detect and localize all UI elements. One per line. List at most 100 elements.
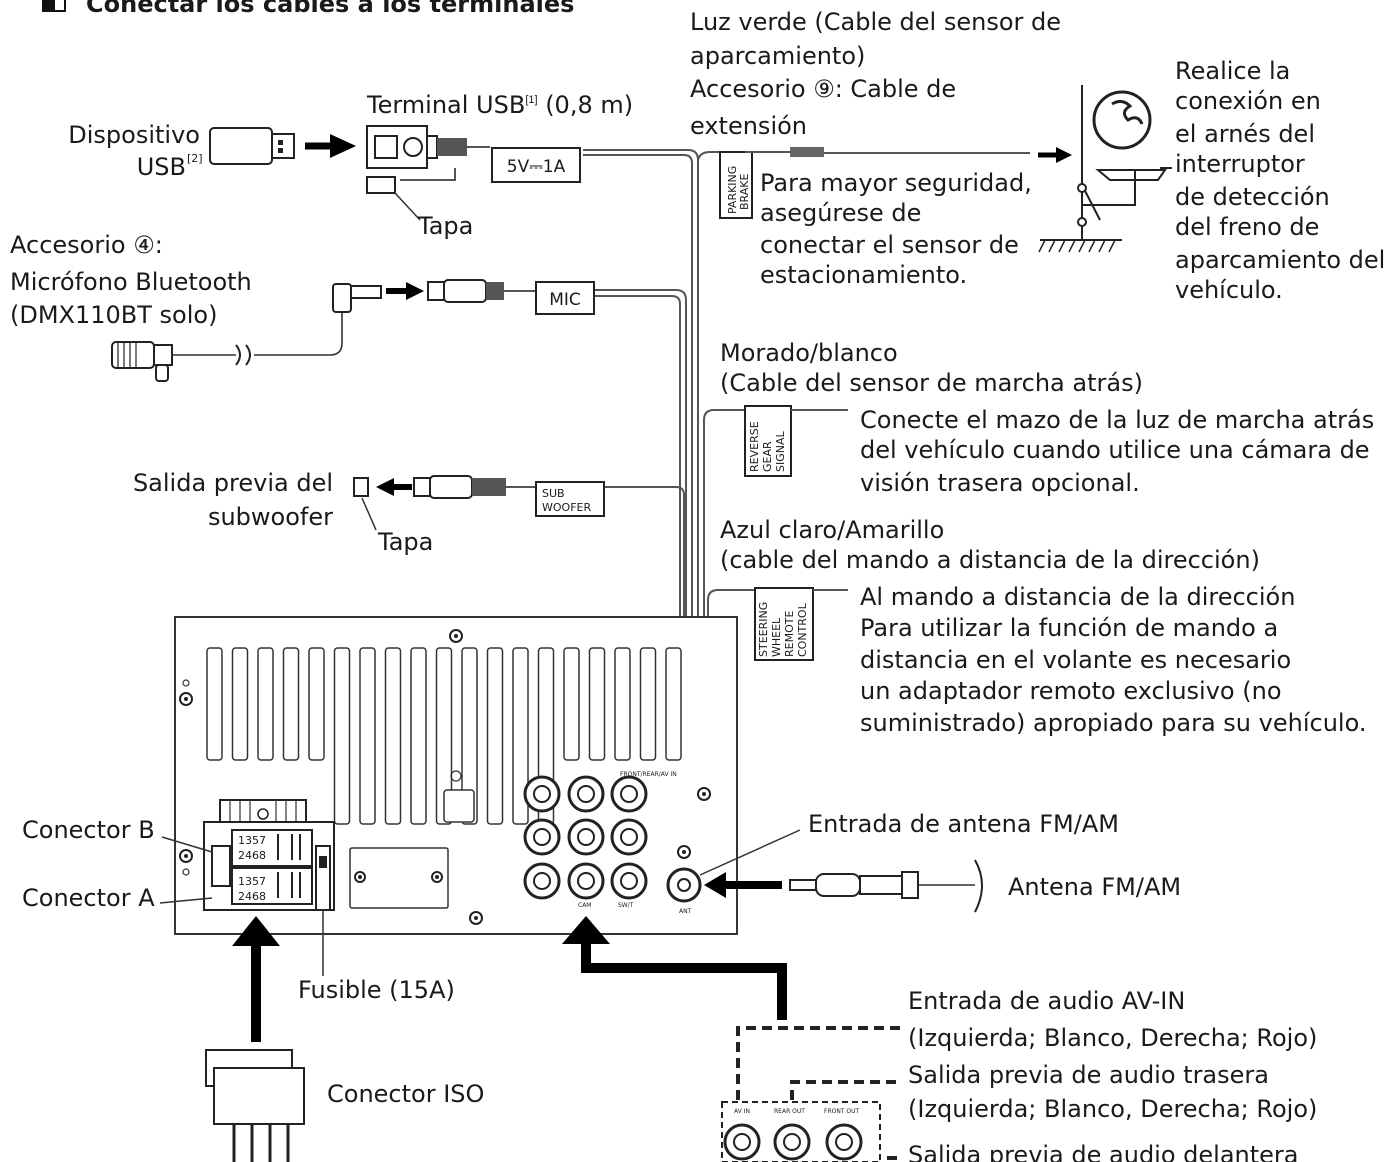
screw-icon <box>697 787 711 801</box>
steering-tag-line2: WHEEL <box>770 617 783 657</box>
usb-cover-label: Tapa <box>417 212 473 240</box>
ant-small-label: ANT <box>679 908 692 915</box>
connector-b-pins-top: 1357 <box>238 834 266 847</box>
av-in-label-line2: (Izquierda; Blanco, Derecha; Rojo) <box>908 1024 1317 1052</box>
heatsink-slot <box>359 647 376 825</box>
mic-label-line3: (DMX110BT solo) <box>10 301 217 329</box>
heatsink-slot <box>206 647 223 761</box>
antenna-jack-icon <box>666 867 702 903</box>
mic-tag: MIC <box>535 281 595 315</box>
arrow-left-icon <box>704 872 782 898</box>
vehicle-note-line6: del freno de <box>1175 213 1319 241</box>
screw-icon <box>677 845 691 859</box>
subwoofer-tag-line1: SUB <box>542 487 565 500</box>
section-header: Conectar los cables a los terminales <box>42 0 574 18</box>
rear-out-label-line2: (Izquierda; Blanco, Derecha; Rojo) <box>908 1095 1317 1123</box>
fuse-label: Fusible (15A) <box>298 976 455 1004</box>
arrow-left-icon <box>376 478 412 496</box>
heatsink-slot <box>639 647 657 761</box>
reverse-note-line3: visión trasera opcional. <box>860 469 1140 497</box>
rca-jack-icon <box>610 818 648 856</box>
iso-connector-block: 1357 2468 1357 2468 <box>203 799 335 911</box>
reverse-tag-line2: GEAR <box>761 441 774 472</box>
rca-jack-block <box>523 775 648 900</box>
rca-header-label: FRONT/REAR/AV IN <box>620 771 677 778</box>
connector-a-pins-bottom: 2468 <box>238 890 266 903</box>
arrow-up-icon <box>232 916 280 1042</box>
heatsink-slot <box>614 647 631 761</box>
microphone-section: Accesorio ④: Micrófono Bluetooth (DMX110… <box>10 231 595 382</box>
rca-jack-icon <box>523 862 561 900</box>
jack-label-rear: REAR OUT <box>774 1108 805 1115</box>
rca-jack-icon <box>723 1123 761 1161</box>
vehicle-note-line3: el arnés del <box>1175 120 1315 148</box>
steering-note-line5: suministrado) apropiado para su vehículo… <box>860 709 1366 737</box>
connector-a-pins-top: 1357 <box>238 875 266 888</box>
mic-tag-text: MIC <box>549 290 581 310</box>
rca-jack-icon <box>523 818 561 856</box>
heatsink-slot <box>333 647 351 825</box>
rca-jack-icon <box>610 775 648 813</box>
vehicle-note-line5: de detección <box>1175 183 1330 211</box>
usb-terminal-label: Terminal USB[1] (0,8 m) <box>366 91 633 119</box>
arrow-right-icon <box>1038 147 1072 163</box>
usb-section: Dispositivo USB [2] Terminal USB[1] (0,8… <box>68 91 633 240</box>
usb-rating-text: 5V⎓1A <box>507 157 566 177</box>
heatsink-slot <box>512 647 529 825</box>
brake-switch-icon <box>1038 85 1172 253</box>
reverse-note-line2: del vehículo cuando utilice una cámara d… <box>860 436 1370 464</box>
parking-section: Luz verde (Cable del sensor de aparcamie… <box>690 8 1385 304</box>
usb-terminal-icon <box>366 125 490 221</box>
steering-tag-line4: CONTROL <box>796 602 809 657</box>
rca-jack-icon <box>567 775 605 813</box>
antenna-input-label: Entrada de antena FM/AM <box>808 810 1119 838</box>
screw-icon <box>179 849 193 863</box>
heatsink-slots <box>206 647 682 825</box>
steering-tag-line1: STEERING <box>757 602 770 657</box>
section-title: Conectar los cables a los terminales <box>86 0 574 18</box>
audio-harness: AV IN REAR OUT FRONT OUT <box>721 1026 900 1162</box>
heatsink-slot <box>257 647 274 761</box>
usb-rating-tag: 5V⎓1A <box>491 147 581 183</box>
reverse-wire-line1: Morado/blanco <box>720 339 898 367</box>
parking-safety-line4: estacionamiento. <box>760 261 967 289</box>
steering-wire-line2: (cable del mando a distancia de la direc… <box>720 546 1260 574</box>
heatsink-slot <box>308 647 325 761</box>
reverse-tag-line3: SIGNAL <box>774 430 787 472</box>
screw-icon <box>431 871 443 883</box>
rca-jack-icon <box>523 775 561 813</box>
antenna-plug-icon <box>789 859 983 913</box>
parking-wire-line3: Accesorio ⑨: Cable de <box>690 75 956 103</box>
iso-plug-icon <box>205 1049 305 1162</box>
heatsink-slot <box>435 647 453 825</box>
heatsink-slot <box>384 647 402 825</box>
screw-icon <box>179 692 193 706</box>
screw-icon <box>469 911 483 925</box>
parking-wire-line2: aparcamiento) <box>690 42 865 70</box>
antenna-label: Antena FM/AM <box>1008 873 1181 901</box>
jack-label-avin: AV IN <box>734 1108 750 1115</box>
vehicle-note-line4: interruptor <box>1175 150 1305 178</box>
microphone-icon <box>111 283 382 382</box>
head-unit-panel: 1357 2468 1357 2468 FRONT/REAR/AV IN CAM… <box>174 616 738 935</box>
steering-note-line4: un adaptador remoto exclusivo (no <box>860 677 1282 705</box>
rca-jack-icon <box>567 818 605 856</box>
usb-device-footnote: [2] <box>187 152 203 165</box>
rca-footer-cam: CAM <box>578 902 591 909</box>
rca-jack-icon <box>825 1123 863 1161</box>
parking-wire-line4: extensión <box>690 112 807 140</box>
subwoofer-section: Salida previa del subwoofer Tapa SUB WOO… <box>133 469 605 556</box>
rear-out-label-line1: Salida previa de audio trasera <box>908 1061 1269 1089</box>
heatsink-slot <box>231 647 249 761</box>
steering-wire-line1: Azul claro/Amarillo <box>720 516 944 544</box>
rca-jack-icon <box>610 862 648 900</box>
usb-device-label: Dispositivo <box>68 121 200 149</box>
arrow-right-icon <box>305 134 356 158</box>
front-out-label: Salida previa de audio delantera <box>908 1141 1299 1162</box>
vehicle-note-line2: conexión en <box>1175 87 1321 115</box>
steering-remote-tag: STEERING WHEEL REMOTE CONTROL <box>754 587 814 661</box>
vehicle-note-line7: aparcamiento del <box>1175 246 1385 274</box>
iso-connector-label: Conector ISO <box>327 1080 484 1108</box>
reverse-tag-line1: REVERSE <box>748 421 761 472</box>
rca-jack-icon <box>773 1123 811 1161</box>
